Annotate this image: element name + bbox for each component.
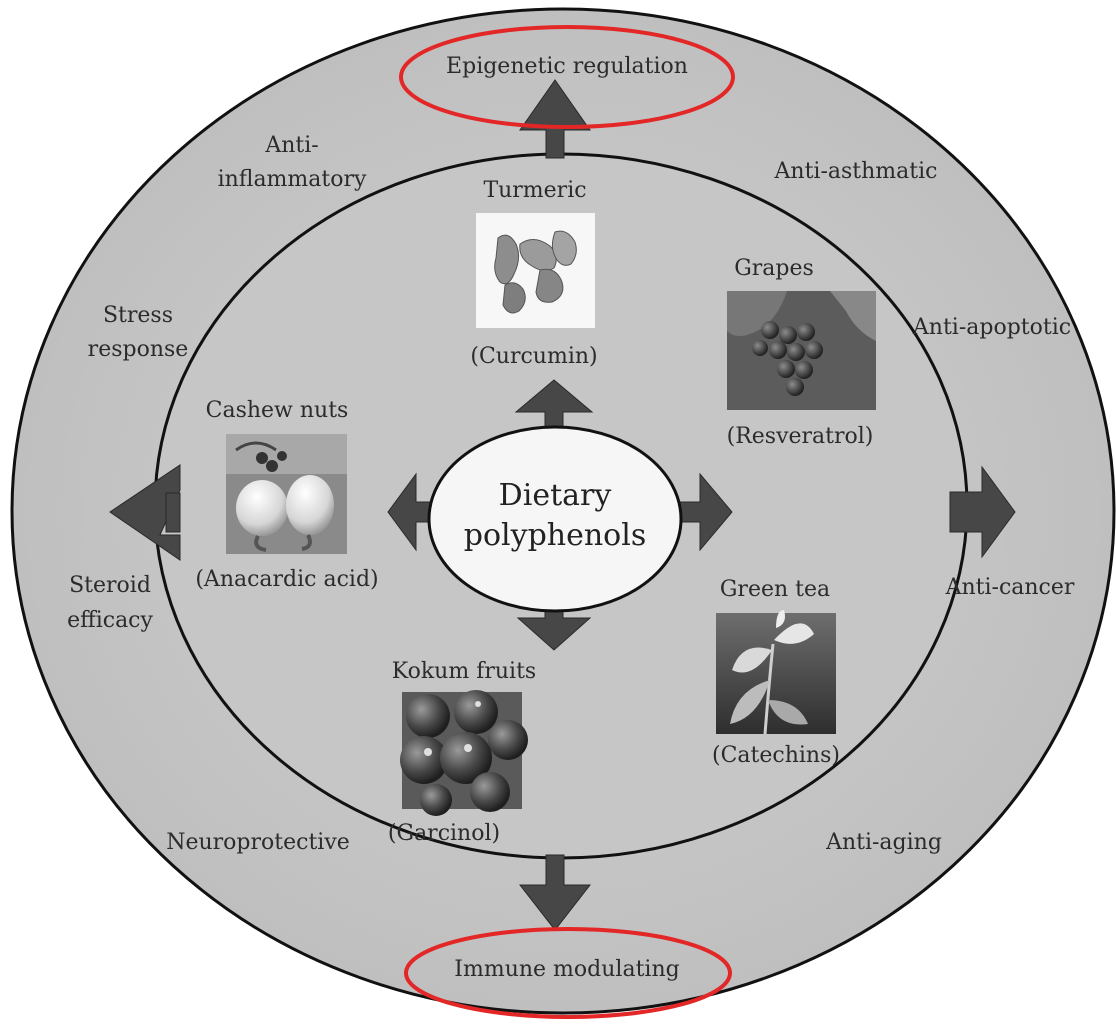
arrow-left-outer-body (165, 492, 181, 533)
effect-steroid-efficacy-line1: Steroid (69, 573, 151, 598)
kokum-compound: (Garcinol) (388, 821, 500, 846)
effect-neuroprotective: Neuroprotective (166, 830, 350, 855)
turmeric-compound: (Curcumin) (470, 344, 597, 369)
effect-anti-aging: Anti-aging (825, 830, 942, 855)
effect-stress-response-line2: response (88, 337, 189, 362)
kokum-name: Kokum fruits (392, 659, 536, 684)
cashew-compound: (Anacardic acid) (195, 567, 378, 592)
center-label-line1: Dietary (499, 478, 612, 513)
green-tea-photo-icon (716, 610, 836, 735)
arrow-left-outer-icon (109, 464, 181, 561)
green-tea-compound: (Catechins) (712, 743, 840, 768)
effect-anti-asthmatic: Anti-asthmatic (774, 159, 938, 184)
highlight-epigenetic (399, 25, 735, 129)
kokum-photo-icon (400, 690, 528, 816)
grapes-name: Grapes (734, 256, 814, 281)
effect-anti-inflammatory-line1: Anti- (264, 133, 318, 158)
turmeric-photo-icon (476, 213, 595, 328)
arrow-right-outer-icon (949, 465, 1016, 559)
arrow-up-outer-icon (519, 79, 591, 159)
effect-immune-modulating: Immune modulating (454, 957, 679, 982)
highlight-immune (404, 927, 732, 1019)
effect-steroid-efficacy-line2: efficacy (67, 608, 153, 633)
cashew-photo-icon (226, 434, 347, 554)
arrow-down-outer-icon (518, 854, 592, 931)
effect-anti-apoptotic: Anti-apoptotic (912, 315, 1071, 340)
turmeric-name: Turmeric (483, 178, 586, 203)
grapes-compound: (Resveratrol) (727, 424, 874, 449)
grapes-photo-icon (727, 291, 876, 410)
effect-anti-cancer: Anti-cancer (945, 575, 1075, 600)
effect-epigenetic-regulation: Epigenetic regulation (446, 54, 688, 79)
effect-stress-response-line1: Stress (103, 303, 173, 328)
green-tea-name: Green tea (720, 577, 830, 602)
center-label-line2: polyphenols (464, 518, 646, 553)
cashew-name: Cashew nuts (206, 398, 349, 423)
center-ellipse (427, 425, 683, 613)
effect-anti-inflammatory-line2: inflammatory (218, 167, 367, 192)
